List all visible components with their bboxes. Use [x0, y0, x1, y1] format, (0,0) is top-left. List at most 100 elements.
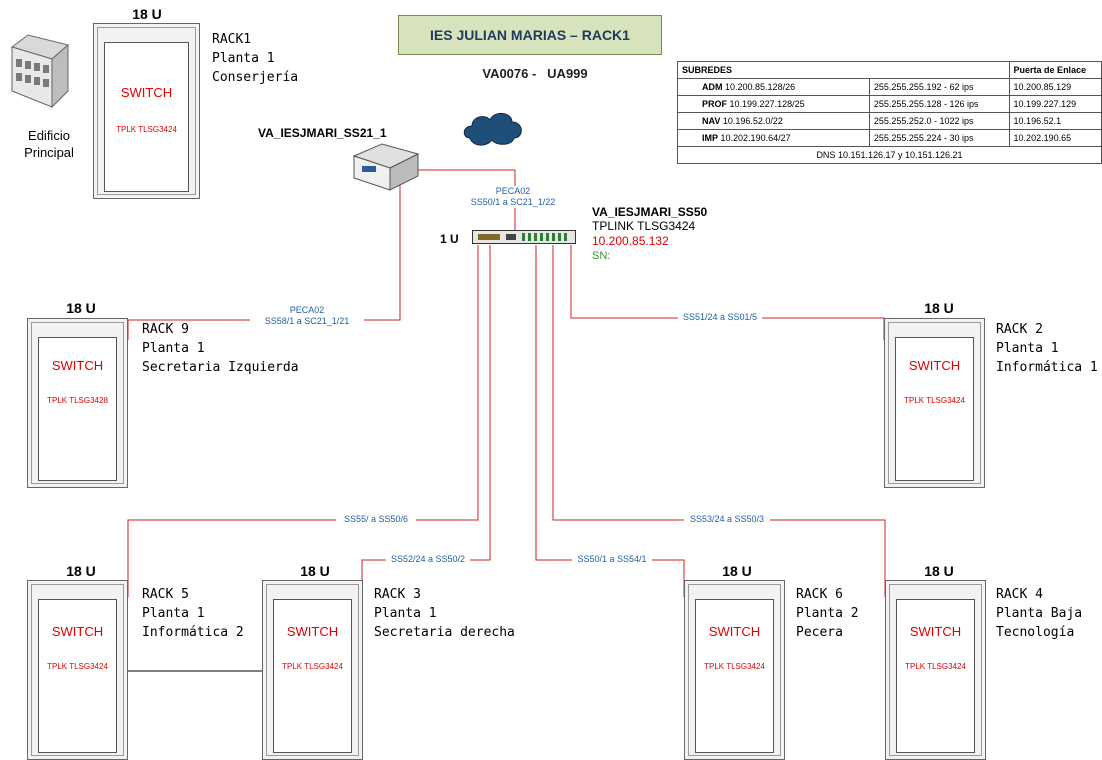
rack4-floor: Planta Baja — [996, 606, 1083, 621]
rack3: SWITCH TPLK TLSG3424 — [262, 580, 363, 760]
rack6: SWITCH TPLK TLSG3424 — [684, 580, 785, 760]
rack5-info: RACK 5 Planta 1 Informática 2 — [142, 585, 244, 642]
wire-switch-rack6 — [535, 245, 685, 597]
subnet-ips: 62 ips — [949, 82, 974, 92]
subnet-mask: 255.255.255.192 - — [873, 82, 947, 92]
rack9-switch-model: TPLK TLSG3428 — [47, 396, 108, 405]
subnet-row: NAV 10.196.52.0/22 255.255.252.0 - 1022 … — [677, 112, 1102, 130]
rack5-switch: SWITCH TPLK TLSG3424 — [38, 599, 117, 753]
subnet-gateway: 10.200.85.129 — [1008, 78, 1102, 96]
rack4-name: RACK 4 — [996, 587, 1043, 602]
rack2-units: 18 U — [924, 300, 954, 316]
rack1-units: 18 U — [132, 6, 162, 22]
rack6-switch: SWITCH TPLK TLSG3424 — [695, 599, 774, 753]
subtitle-left: VA0076 - — [482, 66, 537, 81]
main-switch-units: 1 U — [440, 232, 459, 246]
subnet-gateway: 10.199.227.129 — [1008, 95, 1102, 113]
rack4-units: 18 U — [924, 563, 954, 579]
diagram-subtitle: VA0076 - UA999 — [440, 66, 630, 81]
wire-switch-rack3 — [361, 245, 491, 597]
rack1-switch: SWITCH TPLK TLSG3424 — [104, 42, 189, 192]
link-rack9-label: PECA02 SS58/1 a SC21_1/21 — [250, 305, 364, 327]
subnet-header-row: SUBREDES Puerta de Enlace — [677, 61, 1102, 79]
rack1-name: RACK1 — [212, 32, 252, 47]
rack4-switch-label: SWITCH — [909, 624, 962, 639]
rack2-info: RACK 2 Planta 1 Informática 1 — [996, 320, 1098, 377]
subtitle-right: UA999 — [547, 66, 588, 81]
subnet-header: SUBREDES — [677, 61, 1010, 79]
main-switch-info: VA_IESJMARI_SS50 TPLINK TLSG3424 10.200.… — [592, 205, 707, 264]
rack5-location: Informática 2 — [142, 625, 244, 640]
cloud-icon — [460, 108, 526, 150]
link-rack4-label: SS53/24 a SS50/3 — [684, 514, 770, 525]
rack5-floor: Planta 1 — [142, 606, 205, 621]
rack5-units: 18 U — [66, 563, 96, 579]
rack1-floor: Planta 1 — [212, 51, 275, 66]
link-rack6-label: SS50/1 a SS54/1 — [572, 554, 652, 565]
rack2: SWITCH TPLK TLSG3424 — [884, 318, 985, 488]
rack9-info: RACK 9 Planta 1 Secretaria Izquierda — [142, 320, 299, 377]
subnet-name: NAV — [702, 116, 721, 126]
router-name: VA_IESJMARI_SS21_1 — [258, 126, 387, 140]
rack3-floor: Planta 1 — [374, 606, 437, 621]
main-switch-name: VA_IESJMARI_SS50 — [592, 205, 708, 219]
rack6-name: RACK 6 — [796, 587, 843, 602]
rack1-switch-label: SWITCH — [120, 85, 173, 100]
router-icon — [352, 140, 420, 192]
rack3-switch-label: SWITCH — [286, 624, 339, 639]
rack1-switch-model: TPLK TLSG3424 — [116, 125, 177, 134]
rack9-floor: Planta 1 — [142, 341, 205, 356]
subnet-name: IMP — [702, 133, 719, 143]
subnet-row: ADM 10.200.85.128/26 255.255.255.192 - 6… — [677, 78, 1102, 96]
subnet-row: IMP 10.202.190.64/27 255.255.255.224 - 3… — [677, 129, 1102, 147]
rack4: SWITCH TPLK TLSG3424 — [885, 580, 986, 760]
link-router-switch-line2: SS50/1 a SC21_1/22 — [470, 197, 556, 207]
subnet-ips: 30 ips — [949, 133, 974, 143]
dns-servers: DNS 10.151.126.17 y 10.151.126.21 — [677, 146, 1102, 164]
rack4-switch: SWITCH TPLK TLSG3424 — [896, 599, 975, 753]
rack6-units: 18 U — [722, 563, 752, 579]
dns-row: DNS 10.151.126.17 y 10.151.126.21 — [677, 146, 1102, 164]
rack2-switch-model: TPLK TLSG3424 — [904, 396, 965, 405]
main-switch-sn: SN: — [592, 250, 611, 262]
rack3-units: 18 U — [300, 563, 330, 579]
wire-switch-rack4 — [552, 245, 886, 597]
subnet-gateway: 10.196.52.1 — [1008, 112, 1102, 130]
subnet-name: ADM — [702, 82, 723, 92]
rack9-switch-label: SWITCH — [51, 358, 104, 373]
subnet-row: PROF 10.199.227.128/25 255.255.255.128 -… — [677, 95, 1102, 113]
rack1-info: RACK1 Planta 1 Conserjería — [212, 30, 298, 87]
rack6-location: Pecera — [796, 625, 843, 640]
rack1: SWITCH TPLK TLSG3424 — [93, 23, 200, 199]
subnet-net: 10.200.85.128/26 — [725, 82, 796, 92]
rack6-switch-label: SWITCH — [708, 624, 761, 639]
rack1-location: Conserjería — [212, 70, 299, 85]
link-rack5-label: SS55/ a SS50/6 — [336, 514, 416, 525]
subnet-net: 10.196.52.0/22 — [722, 116, 783, 126]
link-router-switch-line1: PECA02 — [495, 186, 531, 196]
subnet-ips: - 1022 ips — [933, 116, 974, 126]
rack6-floor: Planta 2 — [796, 606, 859, 621]
link-rack9-line1: PECA02 — [289, 305, 325, 315]
subnet-net: 10.199.227.128/25 — [729, 99, 805, 109]
rack4-switch-model: TPLK TLSG3424 — [905, 662, 966, 671]
rack9-location: Secretaria Izquierda — [142, 360, 299, 375]
rack2-name: RACK 2 — [996, 322, 1043, 337]
subnet-net: 10.202.190.64/27 — [720, 133, 791, 143]
rack3-info: RACK 3 Planta 1 Secretaria derecha — [374, 585, 515, 642]
rack3-location: Secretaria derecha — [374, 625, 515, 640]
rack5-name: RACK 5 — [142, 587, 189, 602]
rack9: SWITCH TPLK TLSG3428 — [27, 318, 128, 488]
subnet-gateway: 10.202.190.65 — [1008, 129, 1102, 147]
main-switch-model: TPLINK TLSG3424 — [592, 219, 696, 233]
subnet-mask: 255.255.255.224 - — [873, 133, 947, 143]
rack5-switch-label: SWITCH — [51, 624, 104, 639]
rack2-switch: SWITCH TPLK TLSG3424 — [895, 337, 974, 481]
rack3-switch: SWITCH TPLK TLSG3424 — [273, 599, 352, 753]
wire-router-switch — [400, 169, 516, 238]
rack5: SWITCH TPLK TLSG3424 — [27, 580, 128, 760]
building-label-line1: Edificio — [28, 128, 70, 143]
rack9-units: 18 U — [66, 300, 96, 316]
rack9-switch: SWITCH TPLK TLSG3428 — [38, 337, 117, 481]
subnet-mask: 255.255.255.128 - — [873, 99, 947, 109]
